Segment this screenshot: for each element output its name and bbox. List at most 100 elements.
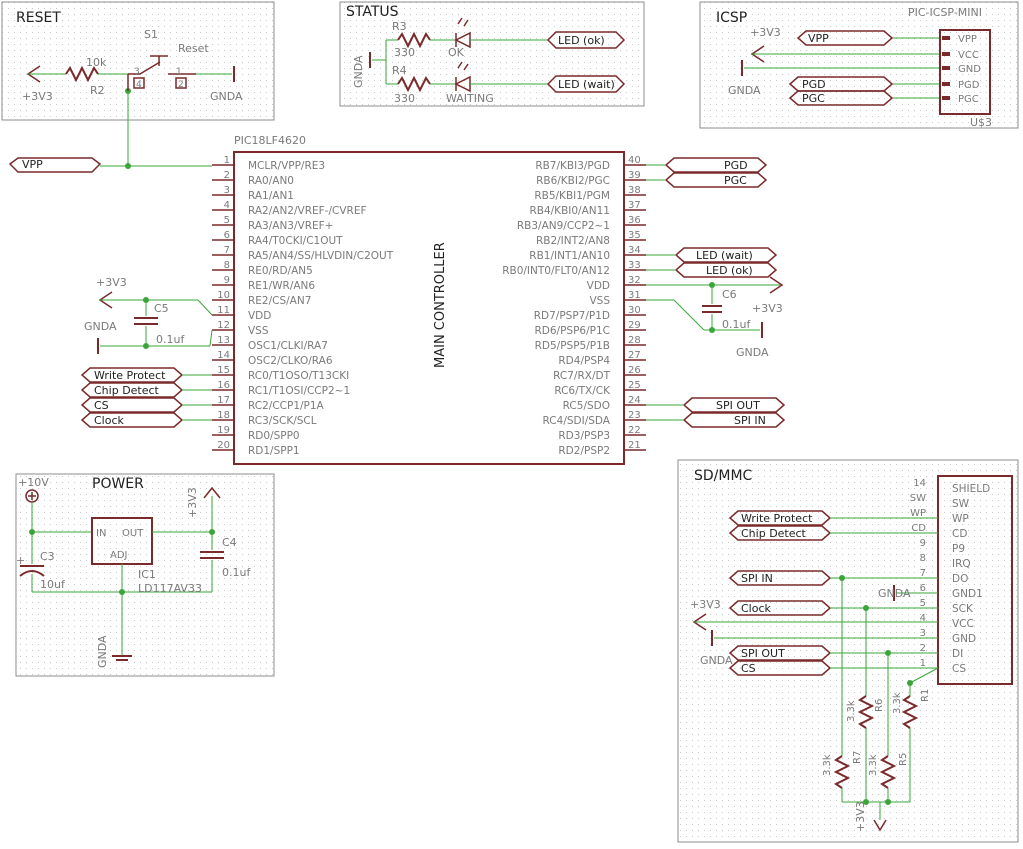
- sd-pin-number: 4: [920, 613, 926, 624]
- mcu-pin-name: RD1/SPP1: [248, 445, 300, 457]
- mcu-pin-name: RB1/INT1/AN10: [529, 250, 610, 262]
- r5-resistor: [879, 755, 897, 789]
- r3-value: 330: [394, 46, 415, 59]
- mcu-spi-out-net: SPI OUT: [716, 399, 760, 412]
- mcu-pin-name: RD2/PSP2: [558, 445, 610, 457]
- sd-pin-number: 14: [913, 478, 926, 489]
- plus10v-label: +10V: [18, 476, 49, 489]
- mcu-pin-name: RB4/KBI0/AN11: [529, 205, 610, 217]
- mcu-pin-number: 27: [628, 350, 641, 361]
- mcu-pin-number: 16: [217, 380, 230, 391]
- r2-value: 10k: [86, 56, 107, 69]
- c6-gnda-label: GNDA: [736, 346, 769, 359]
- mcu-pin-number: 10: [217, 290, 230, 301]
- sd-pin-name: SHIELD: [952, 483, 990, 495]
- reset-circuit: +3V3 10k R2 S1 Reset 3 4 1 2 GNDA: [22, 28, 243, 166]
- power-3v3-label: +3V3: [186, 487, 199, 518]
- mcu-pin-number: 15: [217, 365, 230, 376]
- mcu-pin-number: 9: [224, 275, 230, 286]
- mcu-pin-number: 36: [628, 215, 641, 226]
- icsp-pin-gnd: GND: [958, 64, 981, 75]
- mcu-pin-number: 23: [628, 410, 641, 421]
- mcu-pin-name: RB6/KBI2/PGC: [536, 175, 610, 187]
- c6-3v3-label: +3V3: [752, 302, 783, 315]
- c4-ref: C4: [222, 536, 237, 549]
- r6-ref: R6: [874, 699, 885, 712]
- mcu-body: [233, 151, 625, 465]
- mcu-pin-name: RC0/T1OSO/T13CKI: [248, 370, 349, 382]
- mcu-pin-number: 30: [628, 305, 641, 316]
- sd-pin-name: CD: [952, 528, 967, 540]
- mcu-pin-name: RC6/TX/CK: [554, 385, 611, 397]
- sd-pin-number: SW: [910, 493, 926, 504]
- reset-gnda-label: GNDA: [210, 90, 243, 103]
- mcu-left-wiring: +3V3 C5 0.1uf GNDA: [84, 276, 213, 421]
- r4-ref: R4: [392, 64, 407, 77]
- sd-pin-number: 5: [920, 598, 926, 609]
- mcu-pin-name: RD6/PSP6/P1C: [535, 325, 611, 337]
- s1-switch: [139, 61, 161, 75]
- sd-pin-number: 7: [920, 568, 926, 579]
- power-frame: [15, 473, 275, 677]
- r7-value: 3.3k: [822, 754, 833, 776]
- mcu-right-pins: 40RB7/KBI3/PGD39RB6/KBI2/PGC38RB5/KBI1/P…: [502, 155, 646, 457]
- mcu-pin-number: 8: [224, 260, 230, 271]
- mcu-pin-name: RA1/AN1: [248, 190, 294, 202]
- mcu-pgd-net: PGD: [724, 159, 748, 172]
- status-circuit: GNDA R3 330 R4 330 OK WAITING: [352, 17, 548, 105]
- regulator-out-pin: OUT: [122, 528, 144, 539]
- mcu-pin-number: 2: [224, 170, 230, 181]
- r4-resistor: [397, 75, 431, 93]
- sd-pin-number: 2: [920, 643, 926, 654]
- power-title: POWER: [92, 476, 144, 492]
- sd-gnda1-label: GNDA: [878, 587, 911, 600]
- mcu-pin-name: RC7/RX/DT: [553, 370, 610, 382]
- led-ok-label: OK: [448, 46, 465, 59]
- vpp-net: VPP: [8, 157, 212, 173]
- mcu-pin-name: RB3/AN9/CCP2~1: [517, 220, 610, 232]
- mcu-pin-name: RD3/PSP3: [558, 430, 610, 442]
- status-gnda-label: GNDA: [352, 55, 365, 88]
- status-led-wait-net: LED (wait): [558, 78, 615, 91]
- regulator-adj-pin: ADJ: [110, 550, 128, 561]
- icsp-vpp-net: VPP: [808, 32, 829, 45]
- mcu-pin-name: RD4/PSP4: [558, 355, 610, 367]
- mcu-pin-number: 3: [224, 185, 230, 196]
- r7-resistor: [833, 755, 851, 789]
- mcu-pin-name: RB5/KBI1/PGM: [534, 190, 610, 202]
- power-circuit: +10V + C3 10uf IN OUT ADJ IC1 LD117AV33 …: [16, 476, 251, 668]
- mcu-spi-in-net: SPI IN: [734, 414, 766, 427]
- mcu-pin-number: 35: [628, 230, 641, 241]
- r1-value: 3.3k: [892, 692, 903, 714]
- mcu-pin-number: 40: [628, 155, 641, 166]
- mcu-pin-name: VDD: [587, 280, 610, 292]
- mcu-part: PIC18LF4620: [234, 134, 306, 147]
- mcu-pin-number: 21: [628, 440, 641, 451]
- mcu-pin-number: 14: [217, 350, 230, 361]
- c6-ref: C6: [722, 288, 737, 301]
- mcu-pin-name: RA5/AN4/SS/HLVDIN/C2OUT: [248, 250, 394, 262]
- r1-ref: R1: [920, 689, 931, 702]
- sd-pin-name: P9: [952, 543, 965, 555]
- icsp-pgd-net: PGD: [802, 78, 826, 91]
- mcu-pin-number: 13: [217, 335, 230, 346]
- mcu-pin-name: RB7/KBI3/PGD: [535, 160, 610, 172]
- icsp-ref: U$3: [970, 116, 992, 129]
- status-frame: [339, 1, 645, 107]
- mcu-pin-name: RA4/T0CKI/C1OUT: [248, 235, 343, 247]
- mcu-pin-number: 1: [224, 155, 230, 166]
- c5-gnda-label: GNDA: [84, 320, 117, 333]
- sd-spi-in-net: SPI IN: [741, 572, 773, 585]
- r4-value: 330: [394, 92, 415, 105]
- icsp-frame: [699, 1, 1019, 129]
- mcu-pin-number: 4: [224, 200, 230, 211]
- icsp-pin-pgd: PGD: [958, 80, 980, 91]
- sd-pin-number: 1: [920, 658, 926, 669]
- c5-value: 0.1uf: [156, 333, 185, 346]
- mcu-led-wait-net: LED (wait): [696, 249, 753, 262]
- sd-pin-name: DI: [952, 648, 963, 660]
- mcu-pin-name: MCLR/VPP/RE3: [248, 160, 325, 172]
